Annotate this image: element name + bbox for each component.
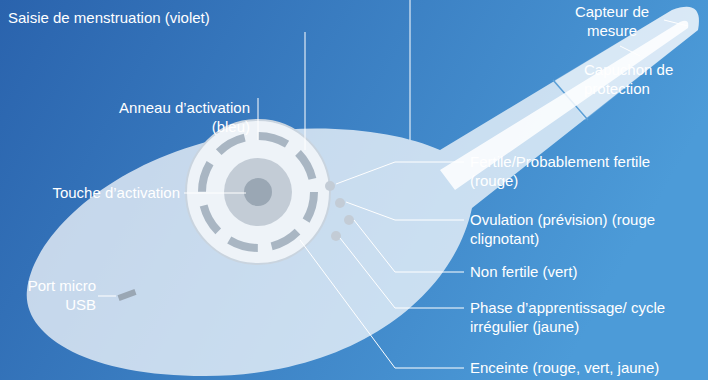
menstruation-label: Saisie de menstruation (violet) xyxy=(8,8,298,27)
usb-label: Port micro USB xyxy=(4,276,96,314)
activation-ring xyxy=(202,136,314,248)
cap-label: Capuchon de protection xyxy=(584,60,694,98)
pregnant-label: Enceinte (rouge, vert, jaune) xyxy=(470,358,704,377)
led-ovulation xyxy=(335,198,345,208)
non-fertile-label: Non fertile (vert) xyxy=(470,262,700,281)
led-learning xyxy=(331,231,341,241)
usb-port xyxy=(118,289,137,301)
button-label: Touche d’activation xyxy=(8,183,180,202)
button-ring xyxy=(224,158,292,226)
led-fertile xyxy=(325,181,335,191)
ring-label: Anneau d’activation (bleu) xyxy=(90,98,250,136)
ovulation-label: Ovulation (prévision) (rouge clignotant) xyxy=(470,210,700,248)
fertile-label: Fertile/Probablement fertile (rouge) xyxy=(470,152,700,190)
activation-button xyxy=(244,178,272,206)
ring-plate xyxy=(186,120,330,264)
learning-label: Phase d’apprentissage/ cycle irrégulier … xyxy=(470,298,700,336)
led-non-fertile xyxy=(344,215,354,225)
sensor-label: Capteur de mesure xyxy=(560,2,664,40)
